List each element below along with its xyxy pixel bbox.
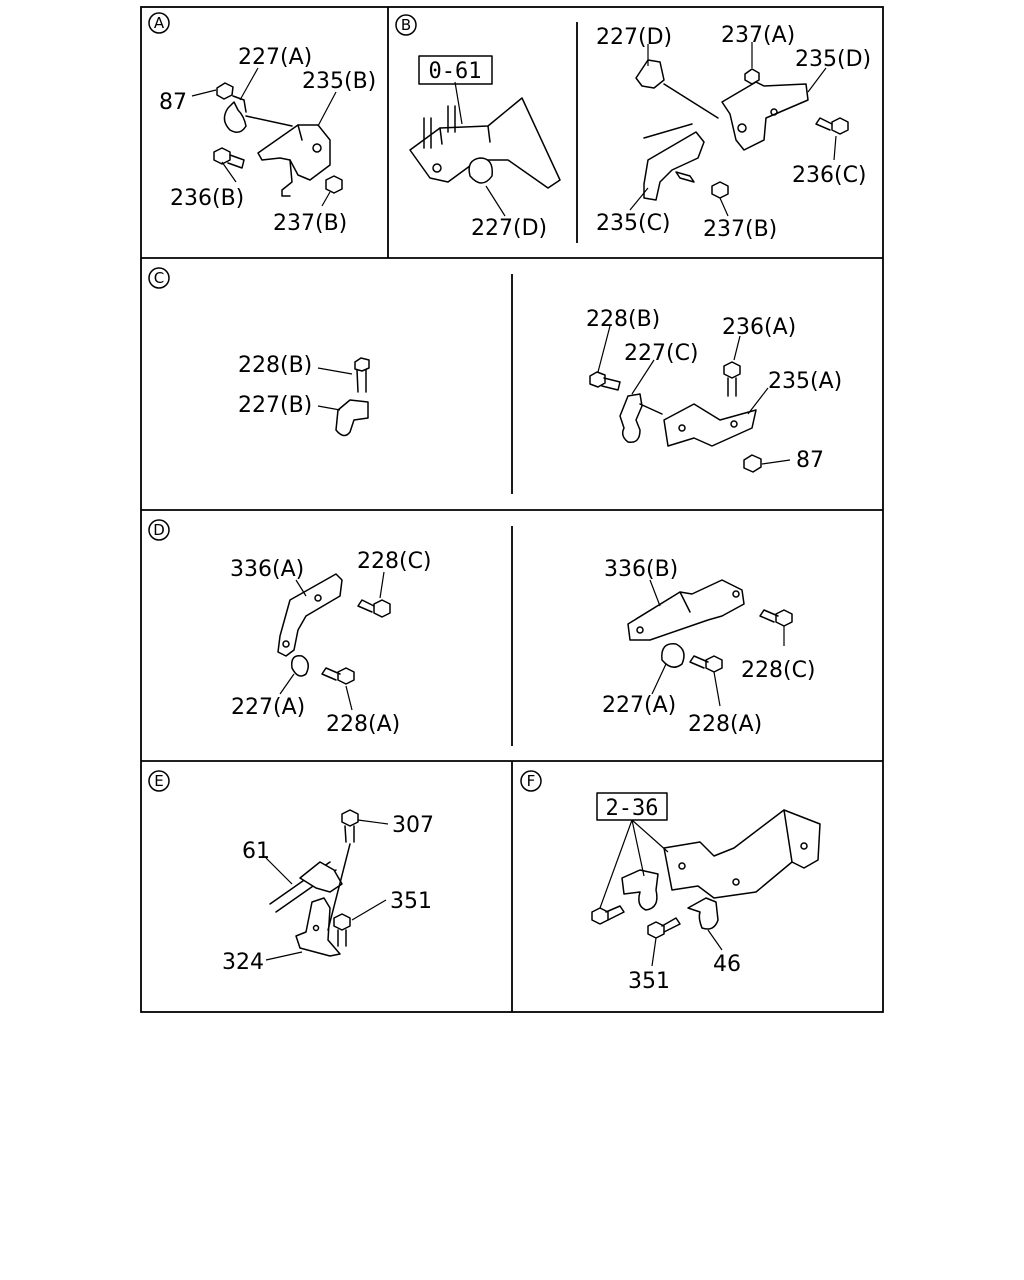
callout-c-left-227b: 227(B) (238, 393, 312, 418)
section-label-f: F (527, 772, 536, 790)
reference-label-f: 2-36 (606, 796, 659, 821)
reference-label-b: 0-61 (429, 59, 482, 84)
diagram-frame (140, 6, 884, 1013)
section-e-drawing (265, 809, 389, 961)
section-b-right-drawing (629, 42, 849, 217)
reference-box-b: 0-61 (418, 55, 493, 85)
callout-a-87: 87 (159, 90, 187, 115)
callout-c-right-227c: 227(C) (624, 341, 699, 366)
callout-f-351: 351 (628, 969, 670, 994)
section-c-left-drawing (317, 357, 370, 437)
callout-e-324: 324 (222, 950, 264, 975)
callout-b-right-236c: 236(C) (792, 163, 867, 188)
section-d-left-drawing (277, 571, 391, 711)
callout-e-307: 307 (392, 813, 434, 838)
callout-c-left-228b: 228(B) (238, 353, 312, 378)
callout-a-235b: 235(B) (302, 69, 376, 94)
callout-d-left-228a: 228(A) (326, 712, 400, 737)
section-marker-c: C (148, 267, 170, 289)
section-label-c: C (154, 269, 164, 287)
section-label-a: A (154, 14, 165, 32)
section-f-drawing (591, 809, 821, 967)
section-marker-f: F (520, 770, 542, 792)
reference-box-f: 2-36 (596, 792, 668, 821)
section-marker-a: A (148, 12, 170, 34)
callout-c-right-228b: 228(B) (586, 307, 660, 332)
callout-e-351: 351 (390, 889, 432, 914)
callout-b-right-237a: 237(A) (721, 23, 795, 48)
callout-f-46: 46 (713, 952, 741, 977)
callout-c-right-87: 87 (796, 448, 824, 473)
callout-a-227a: 227(A) (238, 45, 312, 70)
callout-c-right-235a: 235(A) (768, 369, 842, 394)
callout-d-left-227a: 227(A) (231, 695, 305, 720)
callout-a-236b: 236(B) (170, 186, 244, 211)
callout-d-left-228c: 228(C) (357, 549, 432, 574)
section-marker-d: D (148, 519, 170, 541)
section-d-right-drawing (627, 579, 793, 707)
callout-b-right-235d: 235(D) (795, 47, 871, 72)
section-c-right-drawing (589, 325, 791, 473)
callout-b-left-227d: 227(D) (471, 216, 547, 241)
callout-d-right-228c: 228(C) (741, 658, 816, 683)
section-marker-e: E (148, 770, 170, 792)
section-a-drawing (191, 67, 343, 207)
callout-c-right-236a: 236(A) (722, 315, 796, 340)
section-label-d: D (153, 521, 165, 539)
callout-d-right-336b: 336(B) (604, 557, 678, 582)
section-b-left-drawing (409, 81, 561, 217)
callout-d-left-336a: 336(A) (230, 557, 304, 582)
callout-b-right-227d: 227(D) (596, 25, 672, 50)
section-marker-b: B (395, 14, 417, 36)
callout-d-right-227a: 227(A) (602, 693, 676, 718)
section-label-e: E (154, 772, 163, 790)
callout-e-61: 61 (242, 839, 270, 864)
callout-d-right-228a: 228(A) (688, 712, 762, 737)
callout-b-right-237b: 237(B) (703, 217, 777, 242)
section-label-b: B (401, 16, 411, 34)
callout-a-237b: 237(B) (273, 211, 347, 236)
callout-b-right-235c: 235(C) (596, 211, 671, 236)
